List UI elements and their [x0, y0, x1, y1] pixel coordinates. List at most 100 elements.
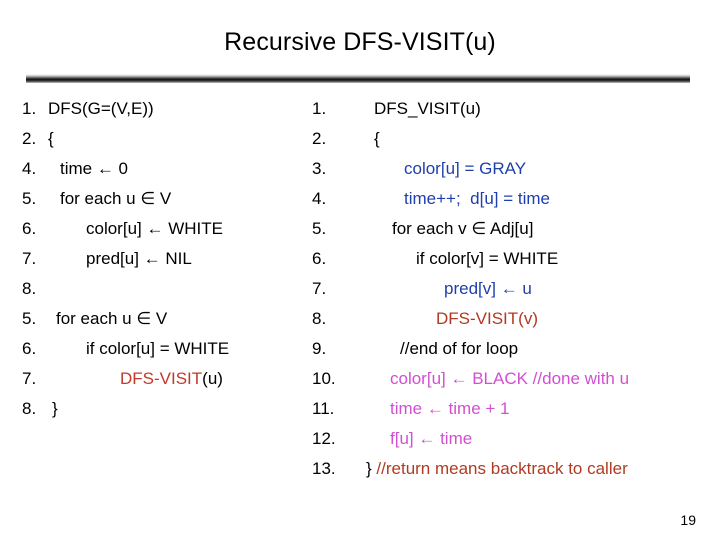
page-title: Recursive DFS-VISIT(u): [224, 28, 496, 56]
code-span: }: [366, 459, 377, 478]
code-span: DFS(G=(V,E)): [48, 99, 154, 118]
code-span: time++; d[u] = time: [404, 189, 550, 208]
code-line-text: if color[u] = WHITE: [48, 340, 229, 357]
code-line-number: 1.: [312, 99, 327, 118]
code-span: time ← time + 1: [390, 399, 510, 418]
code-line-number: 7.: [22, 369, 37, 388]
code-line-number: 5.: [312, 219, 327, 238]
code-line: 5. for each u ∈ V: [22, 310, 310, 340]
code-span: DFS-VISIT: [120, 369, 203, 388]
code-line-number: 4.: [22, 159, 37, 178]
code-block-dfs-visit: 1. DFS_VISIT(u) 2. {3. color[u] = GRAY 4. time…: [312, 100, 712, 490]
code-line-number: 4.: [312, 189, 327, 208]
code-line-text: DFS-VISIT(u): [48, 370, 223, 387]
code-line-text: time ← 0: [48, 160, 128, 177]
code-line-text: for each v ∈ Adj[u]: [352, 220, 533, 237]
code-span: for each u ∈ V: [56, 309, 168, 328]
code-line-number: 11.: [312, 399, 335, 418]
code-line: 7. pred[v] ← u: [312, 280, 712, 310]
code-block-dfs: 1.DFS(G=(V,E))2. {4. time ← 0 5. for each u …: [22, 100, 310, 430]
code-line-text: pred[u] ← NIL: [48, 250, 192, 267]
code-line-number: 7.: [312, 279, 327, 298]
code-line-text: color[u] ← BLACK //done with u: [352, 370, 629, 387]
code-line-text: if color[v] = WHITE: [352, 250, 558, 267]
code-line: 6. if color[v] = WHITE: [312, 250, 712, 280]
code-line: 10. color[u] ← BLACK //done with u: [312, 370, 712, 400]
code-span: for each u ∈ V: [60, 189, 172, 208]
code-span: time ← 0: [60, 159, 129, 178]
code-span: f[u] ← time: [390, 429, 473, 448]
code-line-number: 8.: [22, 279, 37, 298]
code-line-number: 7.: [22, 249, 37, 268]
code-span: //return means backtrack to caller: [376, 459, 628, 478]
code-line-number: 3.: [312, 159, 327, 178]
code-line-text: DFS-VISIT(v): [352, 310, 538, 327]
code-line: 3. color[u] = GRAY: [312, 160, 712, 190]
code-line: 9. //end of for loop: [312, 340, 712, 370]
code-span: {: [374, 129, 380, 148]
code-span: {: [48, 129, 54, 148]
code-line: 13.} //return means backtrack to caller: [312, 460, 712, 490]
code-span: DFS-VISIT(v): [436, 309, 538, 328]
code-line-number: 6.: [22, 339, 37, 358]
code-line-number: 6.: [312, 249, 327, 268]
code-span: DFS_VISIT(u): [374, 99, 481, 118]
code-line: 5. for each u ∈ V: [22, 190, 310, 220]
code-line: 8.}: [22, 400, 310, 430]
code-line-text: {: [48, 130, 54, 147]
code-line-number: 2.: [22, 129, 37, 148]
code-line-number: 6.: [22, 219, 37, 238]
code-line: 12. f[u] ← time: [312, 430, 712, 460]
code-line: 2. {: [22, 130, 310, 160]
code-span: pred[v] ← u: [444, 279, 532, 298]
code-line-text: }: [48, 400, 58, 417]
code-span: if color[v] = WHITE: [416, 249, 559, 268]
code-line-text: DFS(G=(V,E)): [48, 100, 154, 117]
code-line-text: //end of for loop: [352, 340, 518, 357]
code-line-text: color[u] = GRAY: [352, 160, 526, 177]
code-line: 11. time ← time + 1: [312, 400, 712, 430]
code-line: 6. if color[u] = WHITE: [22, 340, 310, 370]
title-divider-rule: [26, 74, 690, 83]
code-span: pred[u] ← NIL: [86, 249, 192, 268]
code-line-number: 13.: [312, 459, 336, 478]
code-line-number: 8.: [22, 399, 37, 418]
code-line-number: 9.: [312, 339, 327, 358]
code-line: 4. time ← 0: [22, 160, 310, 190]
code-line-text: time ← time + 1: [352, 400, 510, 417]
code-line-number: 10.: [312, 369, 336, 388]
code-line-text: pred[v] ← u: [352, 280, 532, 297]
code-line-text: for each u ∈ V: [48, 310, 167, 327]
code-line: 4. time++; d[u] = time: [312, 190, 712, 220]
code-line-text: f[u] ← time: [352, 430, 472, 447]
code-line: 7. pred[u] ← NIL: [22, 250, 310, 280]
code-line: 8.: [22, 280, 310, 310]
code-line-number: 5.: [22, 189, 37, 208]
code-span: (u): [202, 369, 223, 388]
code-line: 5. for each v ∈ Adj[u]: [312, 220, 712, 250]
code-line: 8. DFS-VISIT(v): [312, 310, 712, 340]
code-line-text: time++; d[u] = time: [352, 190, 550, 207]
code-line: 1.DFS(G=(V,E)): [22, 100, 310, 130]
code-line-text: {: [352, 130, 380, 147]
code-line-number: 2.: [312, 129, 327, 148]
code-span: //end of for loop: [400, 339, 519, 358]
code-line-number: 8.: [312, 309, 327, 328]
code-line-text: DFS_VISIT(u): [352, 100, 481, 117]
code-line: 1. DFS_VISIT(u): [312, 100, 712, 130]
code-span: color[u] ← WHITE: [86, 219, 223, 238]
code-line: 2. {: [312, 130, 712, 160]
code-line-number: 5.: [22, 309, 37, 328]
code-span: color[u] = GRAY: [404, 159, 527, 178]
code-span: if color[u] = WHITE: [86, 339, 230, 358]
slide-page-number: 19: [680, 512, 696, 528]
code-line: 7. DFS-VISIT(u): [22, 370, 310, 400]
code-line-text: color[u] ← WHITE: [48, 220, 223, 237]
code-line: 6. color[u] ← WHITE: [22, 220, 310, 250]
code-span: for each v ∈ Adj[u]: [392, 219, 534, 238]
code-line-number: 12.: [312, 429, 336, 448]
code-span: color[u] ← BLACK //done with u: [390, 369, 630, 388]
code-line-text: for each u ∈ V: [48, 190, 171, 207]
code-span: }: [52, 399, 58, 418]
